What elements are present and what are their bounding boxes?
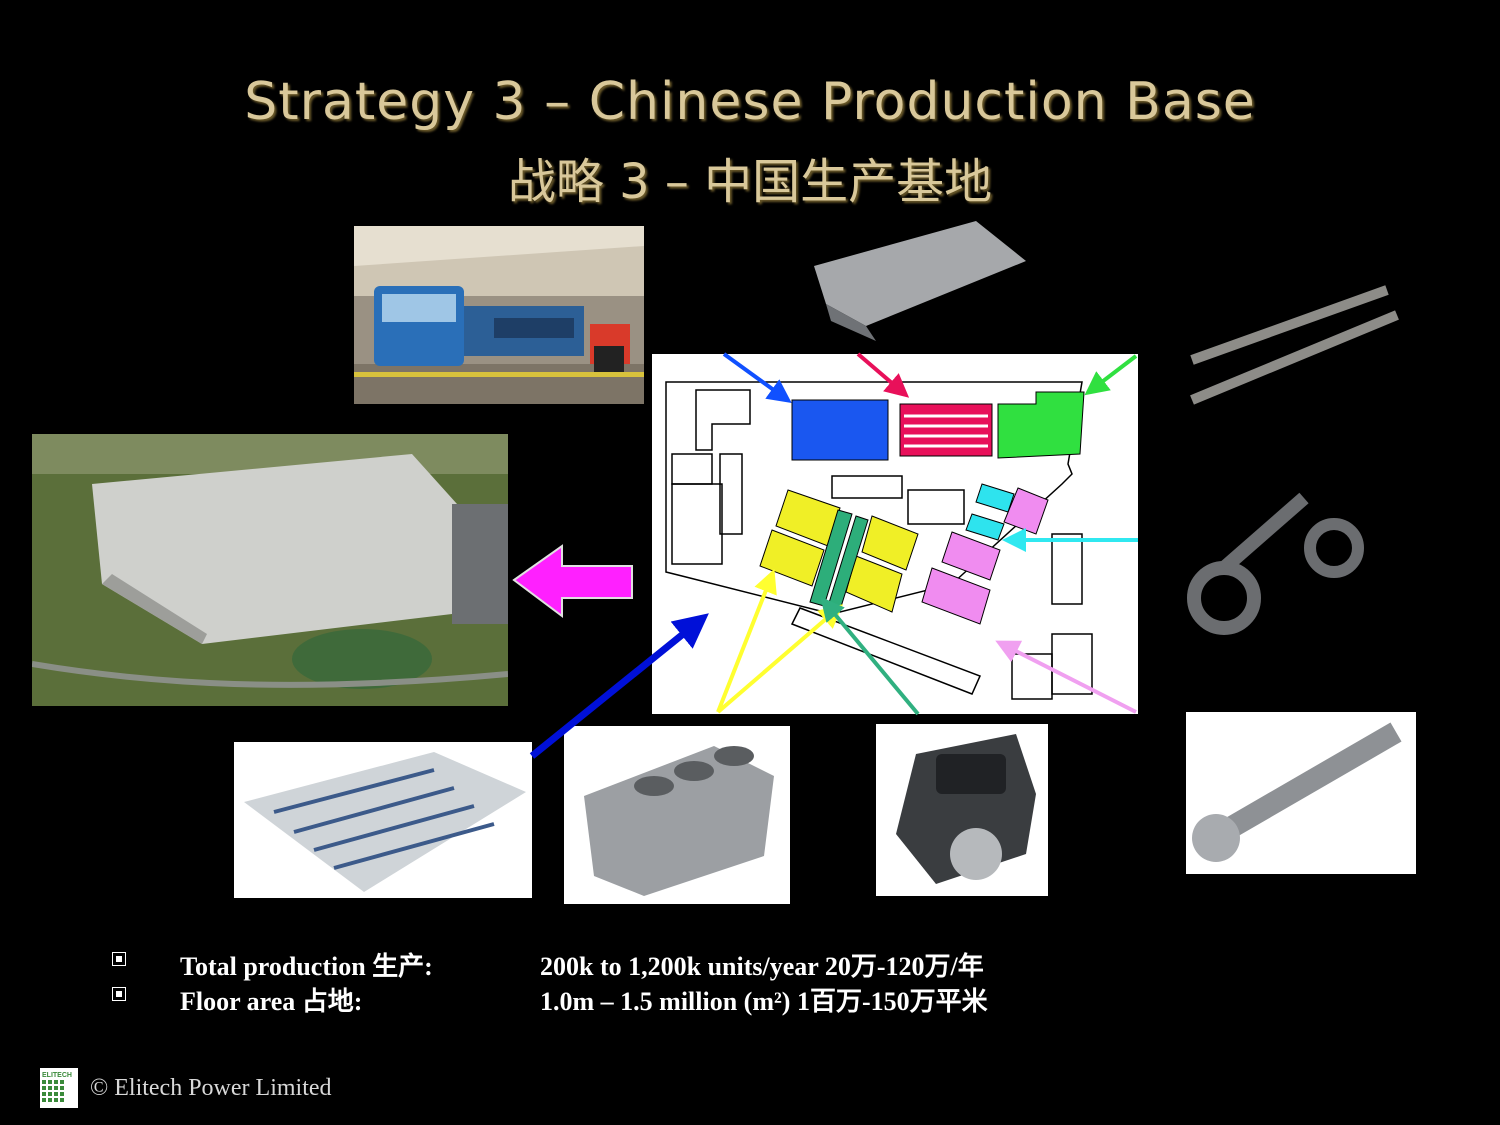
- arrow-magenta-left: [512, 544, 633, 618]
- bullet-label: Total production 生产:: [180, 952, 433, 981]
- elitech-logo: ELITECH: [40, 1068, 78, 1108]
- camshafts-photo: [1182, 270, 1412, 420]
- copyright-text: © Elitech Power Limited: [90, 1075, 332, 1101]
- bullet-square-icon: [112, 952, 126, 966]
- bullet-value: 1.0m – 1.5 million (m²) 1百万-150万平米: [540, 987, 988, 1016]
- bullet-label: Floor area 占地:: [180, 987, 363, 1016]
- bullet-square-icon: [112, 987, 126, 1001]
- complete-engine-photo: [876, 724, 1048, 896]
- cylinder-head-photo: [806, 216, 1030, 346]
- tram-logistics-photo: [354, 226, 644, 404]
- connecting-rods-photo: [1184, 478, 1394, 644]
- engine-block-photo: [564, 726, 790, 904]
- svg-text:ELITECH: ELITECH: [42, 1072, 72, 1079]
- slide-title-english: Strategy 3 – Chinese Production Base: [244, 72, 1256, 132]
- crankshaft-photo: [1186, 712, 1416, 874]
- slide-title-chinese: 战略 3 – 中国生产基地: [507, 154, 993, 210]
- bullet-value: 200k to 1,200k units/year 20万-120万/年: [540, 952, 984, 981]
- production-line-layout-photo: [234, 742, 532, 898]
- factory-layout-diagram: [652, 354, 1138, 714]
- factory-aerial-photo: [32, 434, 508, 706]
